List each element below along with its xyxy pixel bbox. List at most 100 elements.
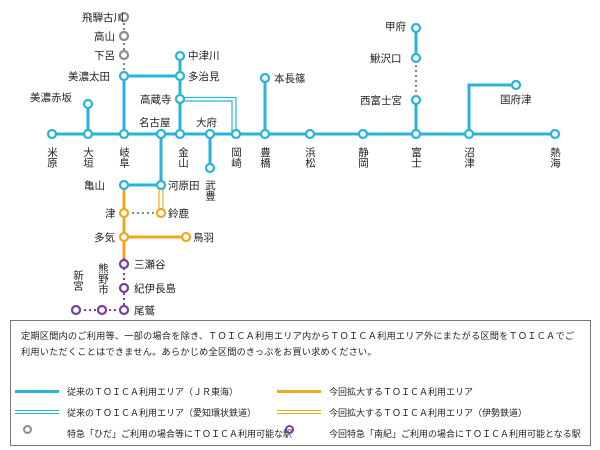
station-tajimi bbox=[174, 70, 186, 82]
label-tsu: 津 bbox=[105, 208, 116, 220]
station-kajikazawaguchi bbox=[410, 52, 422, 64]
station-taki bbox=[118, 231, 130, 243]
station-kii-nagashima bbox=[118, 282, 130, 294]
label-taki: 多気 bbox=[94, 231, 115, 244]
hida-dotted-line bbox=[122, 18, 418, 98]
station-takayama bbox=[118, 30, 130, 42]
label-takayama: 高山 bbox=[94, 30, 115, 43]
aichi-loop-line bbox=[180, 96, 237, 134]
station-okazaki bbox=[230, 128, 242, 140]
label-kajikazawaguchi: 鰍沢口 bbox=[370, 52, 402, 65]
label-numazu: 沼津 bbox=[463, 146, 475, 169]
expansion-lines bbox=[122, 183, 188, 260]
station-misedani bbox=[118, 258, 130, 270]
label-tajimi: 多治見 bbox=[188, 70, 220, 83]
station-kumanoshi bbox=[96, 304, 108, 316]
station-gifu bbox=[118, 128, 130, 140]
station-kameyama bbox=[118, 179, 130, 191]
legend-nanki-label: 今回特急「南紀」ご利用の場合にＴＯＩＣＡ利用可能となる駅 bbox=[329, 430, 581, 440]
label-kozoji: 高蔵寺 bbox=[140, 93, 172, 106]
label-gifu: 岐阜 bbox=[118, 146, 130, 169]
legend-hida-circle bbox=[23, 425, 32, 434]
station-obu bbox=[204, 128, 216, 140]
nanki-stations bbox=[70, 258, 130, 316]
label-hida-furukawa: 飛騨古川 bbox=[82, 11, 124, 24]
station-nishi-fujinomiya bbox=[410, 94, 422, 106]
label-suzuka: 鈴鹿 bbox=[168, 207, 189, 220]
station-mino-akasaka bbox=[82, 98, 94, 110]
jr-stations bbox=[46, 22, 561, 191]
station-kawarada bbox=[155, 179, 167, 191]
vertical-station-labels: 米原 大垣 岐阜 金山 岡崎 豊橋 浜松 静岡 富士 沼津 熱海 武豊 新宮 熊… bbox=[46, 146, 561, 295]
label-okazaki: 岡崎 bbox=[230, 147, 242, 168]
label-mino-ota: 美濃太田 bbox=[68, 70, 110, 83]
legend-aichi-line-swatch bbox=[15, 410, 59, 414]
label-maibara: 米原 bbox=[46, 146, 58, 168]
station-owase bbox=[118, 304, 130, 316]
legend-expansion-label: 今回拡大するＴＯＩＣＡ利用エリア bbox=[329, 388, 474, 398]
station-mino-ota bbox=[118, 70, 130, 82]
label-kokufu-zu: 国府津 bbox=[500, 93, 532, 106]
station-motonasu bbox=[259, 72, 271, 84]
label-nagoya: 名古屋 bbox=[139, 116, 171, 129]
station-taketoyo bbox=[204, 162, 216, 174]
legend-note: 定期区間内のご利用等、一部の場合を除き、ＴＯＩＣＡ利用エリア内からＴＯＩＣＡ利用… bbox=[21, 331, 575, 358]
label-mino-akasaka: 美濃赤坂 bbox=[30, 91, 72, 104]
station-kokufu-zu bbox=[510, 79, 522, 91]
station-shingu bbox=[70, 304, 82, 316]
station-nagoya bbox=[155, 128, 167, 140]
label-taketoyo: 武豊 bbox=[204, 179, 216, 201]
label-kumanoshi: 熊野市 bbox=[97, 262, 109, 295]
station-atami bbox=[549, 128, 561, 140]
station-kozoji bbox=[174, 93, 186, 105]
station-fuji bbox=[410, 128, 422, 140]
station-gero bbox=[118, 49, 130, 61]
label-kofu: 甲府 bbox=[385, 20, 406, 33]
legend-jr-line-swatch bbox=[15, 390, 59, 393]
label-atami: 熱海 bbox=[549, 146, 561, 169]
station-nakatsugawa bbox=[174, 50, 186, 62]
legend-ise-label: 今回拡大するＴＯＩＣＡ利用エリア（伊勢鉄道） bbox=[329, 409, 528, 419]
label-kawarada: 河原田 bbox=[168, 180, 200, 192]
label-obu: 大府 bbox=[196, 116, 217, 129]
station-hida-furukawa bbox=[118, 11, 130, 23]
legend-box: 定期区間内のご利用等、一部の場合を除き、ＴＯＩＣＡ利用エリア内からＴＯＩＣＡ利用… bbox=[10, 320, 591, 446]
station-hamamatsu bbox=[304, 128, 316, 140]
legend-hida-label: 特急「ひだ」ご利用の場合等にＴＯＩＣＡ利用可能な駅 bbox=[67, 430, 293, 440]
label-kameyama: 亀山 bbox=[84, 179, 105, 192]
station-kanayama bbox=[174, 128, 186, 140]
legend-aichi-loop-label: 従来のＴＯＩＣＡ利用エリア（愛知環状鉄道） bbox=[67, 409, 257, 419]
label-owase: 尾鷲 bbox=[134, 304, 155, 317]
label-hamamatsu: 浜松 bbox=[304, 147, 316, 169]
label-shizuoka: 静岡 bbox=[357, 146, 369, 169]
station-suzuka bbox=[155, 207, 167, 219]
label-kii-nagashima: 紀伊長島 bbox=[134, 282, 176, 295]
station-numazu bbox=[463, 128, 475, 140]
label-fuji: 富士 bbox=[410, 146, 422, 168]
label-nakatsugawa: 中津川 bbox=[188, 49, 220, 62]
station-labels: 飛騨古川 高山 下呂 美濃太田 美濃赤坂 中津川 多治見 高蔵寺 名古屋 大府 … bbox=[30, 11, 532, 317]
hida-stations bbox=[118, 11, 130, 61]
label-toyohashi: 豊橋 bbox=[259, 146, 271, 169]
station-toba bbox=[180, 231, 192, 243]
label-gero: 下呂 bbox=[94, 50, 115, 62]
label-kanayama: 金山 bbox=[177, 146, 189, 168]
station-maibara bbox=[46, 128, 58, 140]
label-motonasu: 本長篠 bbox=[274, 72, 306, 85]
label-toba: 鳥羽 bbox=[193, 231, 214, 244]
label-nishi-fujinomiya: 西富士宮 bbox=[360, 94, 402, 107]
label-ogaki: 大垣 bbox=[82, 146, 94, 168]
station-toyohashi bbox=[259, 128, 271, 140]
label-shingu: 新宮 bbox=[72, 269, 84, 292]
legend-ise-swatch bbox=[277, 410, 321, 414]
legend-nanki-circle bbox=[285, 425, 294, 434]
station-tsu bbox=[118, 207, 130, 219]
expansion-stations bbox=[118, 207, 192, 243]
station-ogaki bbox=[82, 128, 94, 140]
legend-expansion-swatch bbox=[277, 390, 321, 393]
label-misedani: 三瀬谷 bbox=[134, 258, 166, 271]
station-shizuoka bbox=[357, 128, 369, 140]
station-kofu bbox=[410, 22, 422, 34]
legend-jr-central-label: 従来のＴＯＩＣＡ利用エリア（ＪＲ東海） bbox=[67, 388, 239, 398]
